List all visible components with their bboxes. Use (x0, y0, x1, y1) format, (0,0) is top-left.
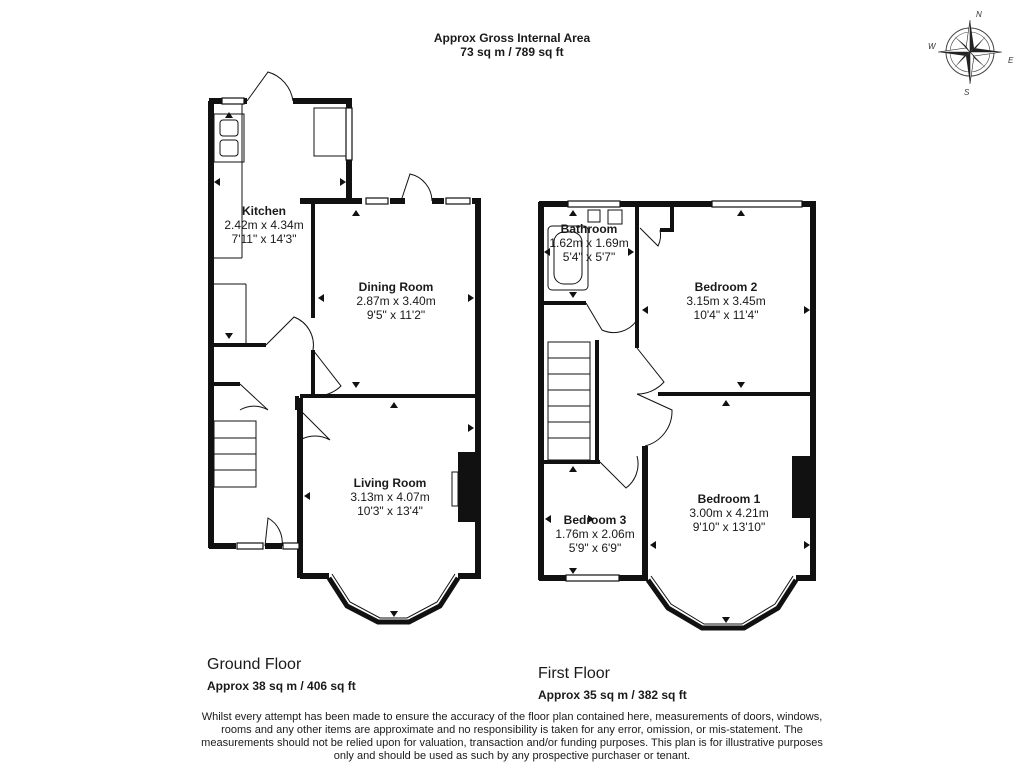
first-floor-caption: First Floor Approx 35 sq m / 382 sq ft (538, 665, 687, 702)
disclaimer-text: Whilst every attempt has been made to en… (201, 711, 823, 762)
compass-north-label: N (976, 10, 982, 19)
room-metric: 3.15m x 3.45m (686, 294, 766, 308)
gross-area-title: Approx Gross Internal Area (433, 31, 591, 45)
room-label-bedroom-1: Bedroom 1 3.00m x 4.21m 9'10" x 13'10" (689, 492, 768, 534)
room-name: Bedroom 1 (697, 492, 761, 506)
room-label-bathroom: Bathroom 1.62m x 1.69m 5'4" x 5'7" (549, 222, 628, 264)
gross-area-header: Approx Gross Internal Area 73 sq m / 789… (0, 31, 1024, 59)
ground-floor-caption: Ground Floor Approx 38 sq m / 406 sq ft (207, 656, 356, 693)
room-imperial: 9'5" x 11'2" (366, 308, 426, 322)
first-floor-plan (538, 200, 816, 631)
room-label-bedroom-3: Bedroom 3 1.76m x 2.06m 5'9" x 6'9" (555, 513, 634, 555)
compass-icon: N S E W (924, 6, 1016, 98)
ground-floor-plan (208, 71, 481, 625)
room-imperial: 9'10" x 13'10" (692, 520, 766, 534)
room-metric: 1.76m x 2.06m (555, 527, 635, 541)
room-name: Living Room (353, 476, 427, 490)
room-label-bedroom-2: Bedroom 2 3.15m x 3.45m 10'4" x 11'4" (686, 280, 765, 322)
compass-west-label: W (928, 42, 936, 51)
room-label-dining-room: Dining Room 2.87m x 3.40m 9'5" x 11'2" (356, 280, 435, 322)
room-metric: 2.42m x 4.34m (224, 218, 304, 232)
compass-south-label: S (964, 88, 970, 97)
gross-area-value: 73 sq m / 789 sq ft (460, 45, 564, 59)
room-imperial: 7'11" x 14'3" (231, 232, 297, 246)
room-name: Bathroom (560, 222, 618, 236)
compass-east-label: E (1008, 56, 1014, 65)
first-floor-area: Approx 35 sq m / 382 sq ft (538, 688, 687, 702)
room-imperial: 5'4" x 5'7" (562, 250, 616, 264)
first-floor-name: First Floor (538, 665, 610, 682)
room-imperial: 10'3" x 13'4" (357, 504, 423, 518)
ground-floor-name: Ground Floor (207, 656, 302, 673)
dimension-markers (214, 112, 810, 623)
room-name: Kitchen (241, 204, 286, 218)
room-imperial: 10'4" x 11'4" (693, 308, 759, 322)
ground-floor-area: Approx 38 sq m / 406 sq ft (207, 679, 356, 693)
room-label-kitchen: Kitchen 2.42m x 4.34m 7'11" x 14'3" (224, 204, 303, 246)
room-name: Bedroom 3 (563, 513, 627, 527)
room-metric: 3.13m x 4.07m (350, 490, 430, 504)
room-metric: 2.87m x 3.40m (356, 294, 436, 308)
room-label-living-room: Living Room 3.13m x 4.07m 10'3" x 13'4" (350, 476, 429, 518)
room-metric: 1.62m x 1.69m (549, 236, 629, 250)
room-metric: 3.00m x 4.21m (689, 506, 769, 520)
room-name: Bedroom 2 (694, 280, 758, 294)
room-imperial: 5'9" x 6'9" (568, 541, 622, 555)
room-name: Dining Room (358, 280, 434, 294)
